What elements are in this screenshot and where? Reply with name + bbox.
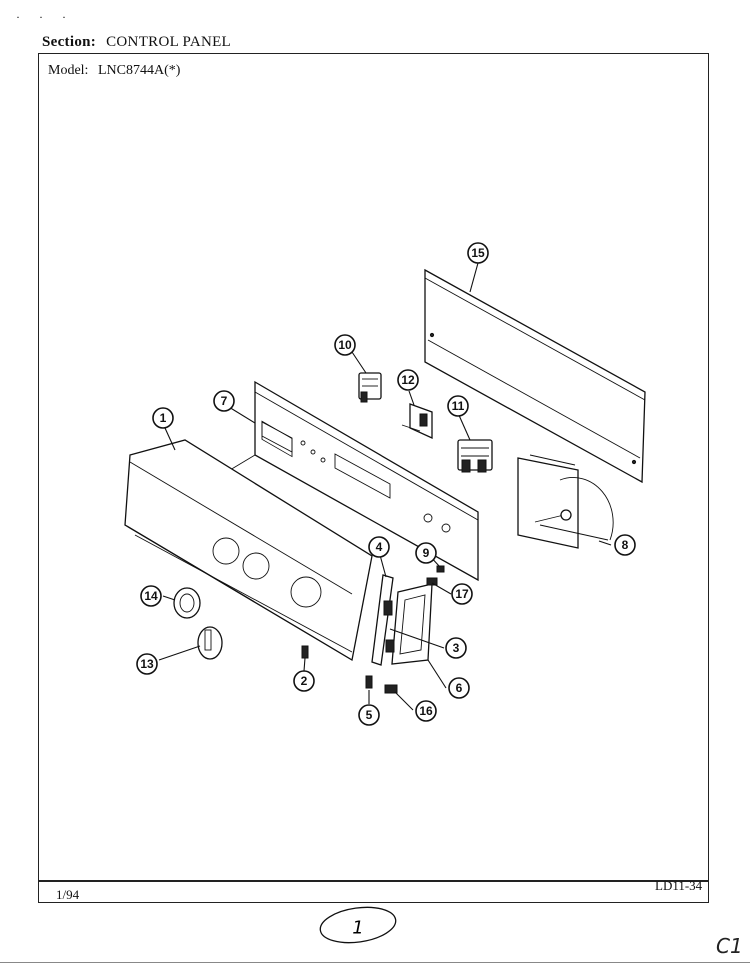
svg-text:13: 13 [140,657,154,671]
callout-15: 15 [467,242,489,264]
callout-13: 13 [136,653,158,675]
svg-text:12: 12 [401,373,415,387]
svg-text:6: 6 [456,681,463,695]
callout-5: 5 [358,704,380,726]
part-screw-2 [301,645,309,659]
part-timer-8 [517,454,614,549]
svg-text:15: 15 [471,246,485,260]
model-label: Model: [48,63,89,78]
section-heading: Section: CONTROL PANEL [42,34,231,51]
svg-text:7: 7 [221,394,228,408]
svg-text:14: 14 [144,589,158,603]
callout-6: 6 [448,677,470,699]
bottom-rule [0,962,750,963]
part-switch-10 [358,372,382,403]
callout-11: 11 [447,395,469,417]
svg-text:8: 8 [622,538,629,552]
part-knob-13 [197,626,223,660]
part-control-panel-1 [124,439,373,662]
part-rear-panel [424,268,646,484]
svg-text:1: 1 [352,918,363,939]
part-clip-16 [384,684,398,694]
corner-mark: C1 [716,934,743,958]
part-switch-11 [457,439,493,473]
leader-lines [158,262,612,711]
svg-text:3: 3 [453,641,460,655]
callout-10: 10 [334,334,356,356]
svg-text:16: 16 [419,704,433,718]
model-heading: Model: LNC8744A(*) [48,63,180,79]
callout-16: 16 [415,700,437,722]
callout-1: 1 [152,407,174,429]
part-backplate-7 [229,380,479,582]
svg-text:9: 9 [423,546,430,560]
callout-14: 14 [140,585,162,607]
svg-text:17: 17 [455,587,469,601]
scan-dots: · · · [16,10,74,24]
svg-text:2: 2 [301,674,308,688]
callout-7: 7 [213,390,235,412]
svg-text:11: 11 [452,399,465,413]
svg-text:5: 5 [366,708,373,722]
callout-9: 9 [415,542,437,564]
part-trim-4 [371,574,394,666]
part-screw-5 [365,675,373,689]
callout-17: 17 [451,583,473,605]
revision-date: 1/94 [56,887,80,902]
part-bracket-12 [401,403,433,440]
svg-text:10: 10 [338,338,352,352]
model-value: LNC8744A(*) [97,63,181,78]
callout-4: 4 [368,536,390,558]
diagram-frame [38,53,709,903]
svg-text:4: 4 [376,540,383,554]
callout-3: 3 [445,637,467,659]
callout-8: 8 [614,534,636,556]
diagram-code: LD11-34 [655,878,703,893]
section-value: CONTROL PANEL [106,34,232,50]
callout-2: 2 [293,670,315,692]
part-knob-ring-14 [173,587,201,619]
part-screw-9 [436,565,445,573]
part-clip-17 [426,577,438,586]
svg-text:1: 1 [160,411,167,425]
callout-12: 12 [397,369,419,391]
page-mark: 1 [319,906,397,944]
footer-rule [38,880,709,882]
section-label: Section: [42,34,97,50]
part-endcap-6 [383,583,433,665]
